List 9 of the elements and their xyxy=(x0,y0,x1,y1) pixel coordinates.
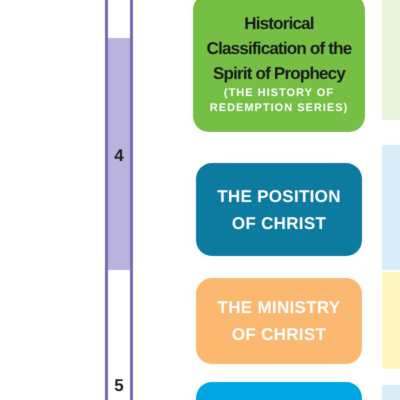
box-subtitle: (THE HISTORY OF REDEMPTION SERIES) xyxy=(208,86,350,116)
box-label: THE POSITION OF CHRIST xyxy=(216,186,342,234)
box-title: Historical Classification of the Spirit of Prophecy xyxy=(206,12,353,84)
category-box xyxy=(196,278,362,364)
period-number: 4 xyxy=(113,146,125,166)
period-number: 5 xyxy=(113,376,125,396)
category-box xyxy=(196,163,362,256)
category-box xyxy=(193,0,365,132)
box-label: THE MINISTRY OF CHRIST xyxy=(216,297,342,346)
